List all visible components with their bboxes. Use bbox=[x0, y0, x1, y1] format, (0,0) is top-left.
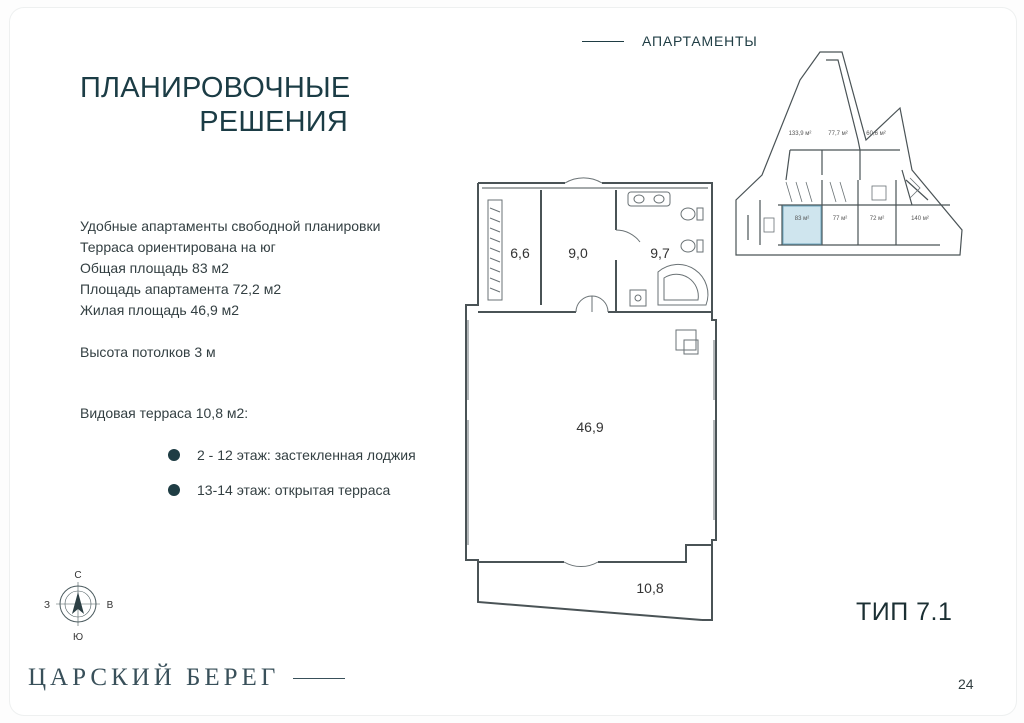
section-header: АПАРТАМЕНТЫ bbox=[582, 33, 758, 49]
compass-arrow-icon bbox=[72, 592, 84, 614]
page-frame bbox=[10, 8, 1016, 715]
page-number: 24 bbox=[958, 676, 974, 692]
room-label: 9,7 bbox=[650, 245, 670, 261]
bullet-dot-icon bbox=[168, 449, 180, 461]
unit-area-label: 77 м² bbox=[833, 216, 847, 222]
apartment-type: ТИП 7.1 bbox=[856, 598, 953, 626]
compass-west: З bbox=[44, 600, 50, 611]
unit-area-label: 133,9 м² bbox=[789, 131, 812, 137]
terrace-option: 2 - 12 этаж: застекленная лоджия bbox=[168, 447, 416, 463]
brand-logo: ЦАРСКИЙ БЕРЕГ bbox=[28, 664, 346, 692]
description-line: Площадь апартамента 72,2 м2 bbox=[80, 281, 282, 297]
brand-line bbox=[293, 677, 346, 679]
compass-south: Ю bbox=[73, 632, 83, 643]
unit-area-label: 60,6 м² bbox=[866, 131, 885, 137]
page-title-line2: РЕШЕНИЯ bbox=[199, 106, 348, 138]
page-title: ПЛАНИРОВОЧНЫЕ РЕШЕНИЯ bbox=[80, 71, 351, 139]
compass-north: С bbox=[74, 570, 81, 581]
highlighted-unit bbox=[782, 205, 822, 245]
description-line: Жилая площадь 46,9 м2 bbox=[80, 302, 240, 318]
terrace-title: Видовая терраса 10,8 м2: bbox=[80, 405, 249, 421]
ceiling-height: Высота потолков 3 м bbox=[80, 344, 216, 360]
terrace-option-label: 13-14 этаж: открытая терраса bbox=[197, 482, 391, 498]
description-line: Терраса ориентирована на юг bbox=[80, 239, 276, 255]
unit-area-label: 140 м² bbox=[911, 216, 929, 222]
bullet-dot-icon bbox=[168, 484, 180, 496]
section-title: АПАРТАМЕНТЫ bbox=[642, 33, 758, 49]
room-label: 9,0 bbox=[568, 245, 588, 261]
terrace-option: 13-14 этаж: открытая терраса bbox=[168, 482, 390, 498]
description-list: Удобные апартаменты свободной планировки… bbox=[80, 216, 380, 321]
brand-name: ЦАРСКИЙ БЕРЕГ bbox=[28, 664, 280, 691]
section-dash bbox=[582, 40, 624, 42]
unit-area-label: 83 м² bbox=[795, 216, 809, 222]
description-line: Удобные апартаменты свободной планировки bbox=[80, 218, 381, 234]
description-line: Общая площадь 83 м2 bbox=[80, 260, 229, 276]
room-label: 46,9 bbox=[576, 419, 603, 435]
room-label: 6,6 bbox=[510, 245, 530, 261]
compass-east: В bbox=[107, 600, 114, 611]
terrace-option-label: 2 - 12 этаж: застекленная лоджия bbox=[197, 447, 416, 463]
unit-area-label: 77,7 м² bbox=[828, 131, 847, 137]
room-label: 10,8 bbox=[636, 580, 663, 596]
page-title-line1: ПЛАНИРОВОЧНЫЕ bbox=[80, 72, 351, 104]
unit-area-label: 72 м² bbox=[870, 216, 884, 222]
